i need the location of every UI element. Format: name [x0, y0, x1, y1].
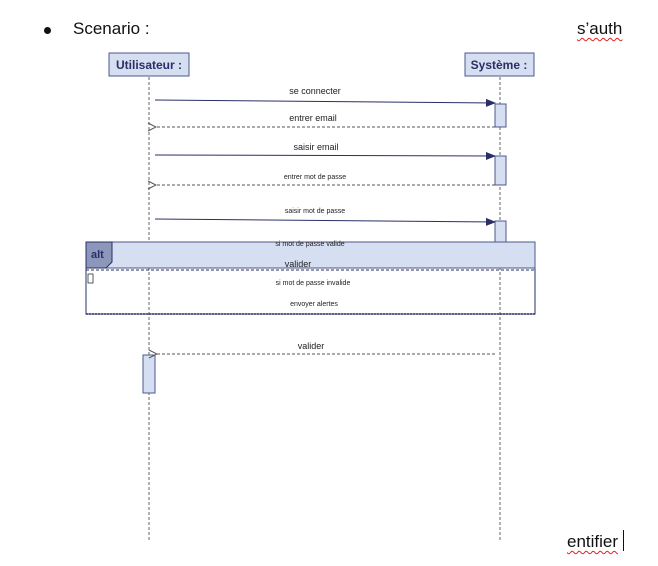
scenario-label: Scenario :	[73, 19, 150, 38]
message-label: envoyer alertes	[290, 301, 338, 308]
lifeline-system-label: Système :	[471, 58, 528, 72]
text-cursor	[623, 530, 624, 551]
activation-bar-system	[494, 220, 507, 244]
lifeline-system-head[interactable]: Système :	[464, 52, 535, 77]
alt-operator-box	[85, 241, 113, 269]
message-arrow[interactable]	[154, 151, 496, 160]
message-label: saisir mot de passe	[285, 208, 345, 215]
guard-condition: si mot de passe valide	[275, 241, 344, 248]
bullet-icon	[44, 27, 51, 34]
alt-operator-label: alt	[91, 249, 104, 261]
heading-continuation: entifier	[567, 532, 619, 551]
message-label: entrer mot de passe	[284, 174, 346, 181]
lifeline-user-label: Utilisateur :	[116, 58, 182, 72]
alt-fragment-header	[85, 241, 536, 269]
activation-bar-user	[142, 354, 156, 394]
message-arrow[interactable]	[154, 217, 496, 226]
lifeline-user-head[interactable]: Utilisateur :	[108, 52, 190, 77]
placeholder-box-icon	[87, 273, 94, 284]
guard-condition: si mot de passe invalide	[276, 280, 351, 287]
message-arrow[interactable]	[154, 98, 496, 107]
message-label: valider	[285, 259, 312, 269]
activation-bar-system	[494, 155, 507, 186]
activation-bar-system	[494, 103, 507, 128]
alt-fragment[interactable]: alt si mot de passe valide valider si mo…	[85, 241, 536, 315]
message-label: saisir email	[293, 142, 338, 152]
message-label: valider	[298, 341, 325, 351]
heading-fragment: s’auth	[577, 19, 623, 38]
message-label: se connecter	[289, 86, 341, 96]
message-label: entrer email	[289, 113, 337, 123]
